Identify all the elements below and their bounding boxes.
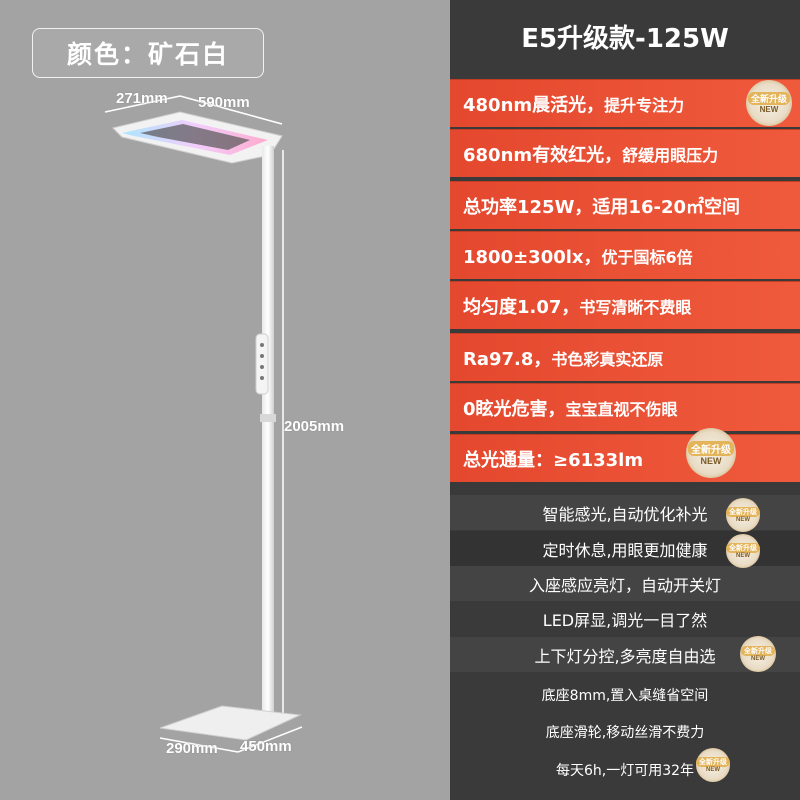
feature-text: 上下灯分控,多亮度自由选 (534, 646, 716, 666)
control-dot (260, 354, 264, 358)
control-dot (260, 376, 264, 380)
lamp-head-center (140, 124, 250, 150)
feature-row: 底座8mm,置入桌缝省空间 (450, 677, 800, 712)
spec-row: 总功率125W，适用16-20㎡空间 (450, 181, 800, 229)
feature-row: LED屏显,调光一目了然 (450, 601, 800, 636)
spec-main: 总光通量：≥6133lm (463, 449, 644, 471)
new-upgrade-badge: 全新升级 NEW (696, 748, 730, 782)
spec-row: 均匀度1.07， 书写清晰不费眼 (450, 281, 800, 329)
badge-top-text: 全新升级 (747, 92, 790, 105)
spec-main: 1800±300lx， (463, 246, 602, 268)
feature-text: 每天6h,一灯可用32年 (555, 762, 695, 779)
badge-top-text: 全新升级 (726, 507, 760, 517)
spec-sub: 优于国标6倍 (601, 247, 693, 267)
dim-base-depth: 290mm (166, 740, 218, 757)
lamp-base (159, 705, 302, 741)
badge-top-text: 全新升级 (696, 757, 730, 767)
dim-line-head-depth (104, 95, 181, 113)
spec-row: 480nm晨活光， 提升专注力 (450, 79, 800, 127)
spec-row: 1800±300lx， 优于国标6倍 (450, 231, 800, 279)
new-upgrade-badge: 全新升级 NEW (746, 80, 792, 126)
badge-top-text: 全新升级 (726, 543, 760, 553)
badge-bottom-text: NEW (751, 656, 765, 662)
dim-head-width: 590mm (198, 94, 250, 111)
spec-main: 总功率125W，适用16-20㎡空间 (463, 196, 740, 218)
new-upgrade-badge: 全新升级 NEW (726, 534, 760, 568)
spec-main: 480nm晨活光， (463, 94, 605, 116)
spec-main: 680nm有效红光， (463, 144, 623, 166)
spec-row: 680nm有效红光， 舒缓用眼压力 (450, 129, 800, 177)
spec-sub: 宝宝直视不伤眼 (565, 399, 678, 419)
feature-row: 每天6h,一灯可用32年 (450, 752, 800, 787)
control-dot (260, 365, 264, 369)
spec-main: 均匀度1.07， (463, 296, 580, 318)
badge-bottom-text: NEW (759, 105, 779, 114)
spec-sub: 舒缓用眼压力 (622, 145, 719, 165)
dim-head-depth: 271mm (116, 90, 168, 107)
dim-line-base-width (237, 726, 303, 753)
spec-row: 总光通量：≥6133lm (450, 434, 800, 482)
control-panel (255, 333, 269, 395)
spec-sub: 书写清晰不费眼 (579, 297, 692, 317)
control-dot (260, 343, 264, 347)
feature-text: LED屏显,调光一目了然 (542, 610, 708, 630)
spec-row: 0眩光危害， 宝宝直视不伤眼 (450, 383, 800, 431)
panel-title: E5升级款-125W (521, 24, 729, 54)
new-upgrade-badge: 全新升级 NEW (740, 636, 776, 672)
spec-sub: 书色彩真实还原 (551, 349, 664, 369)
lamp-illustration: 271mm 590mm 2005mm 290mm 450mm (104, 90, 345, 757)
new-upgrade-badge: 全新升级 NEW (726, 498, 760, 532)
spec-row: Ra97.8， 书色彩真实还原 (450, 333, 800, 381)
dim-line-base-depth (159, 737, 239, 753)
badge-bottom-text: NEW (700, 455, 722, 466)
spec-sub: 提升专注力 (604, 95, 685, 115)
spec-main: Ra97.8， (463, 348, 552, 370)
feature-text: 定时休息,用眼更加健康 (542, 540, 708, 560)
new-upgrade-badge: 全新升级 NEW (686, 428, 736, 478)
dim-height: 2005mm (284, 418, 345, 435)
feature-text: 底座8mm,置入桌缝省空间 (541, 687, 709, 704)
floor-lamp-image (104, 95, 303, 753)
feature-text: 入座感应亮灯，自动开关灯 (528, 575, 721, 595)
badge-top-text: 全新升级 (688, 440, 734, 456)
dim-base-width: 450mm (240, 738, 292, 755)
badge-bottom-text: NEW (706, 767, 720, 773)
badge-top-text: 全新升级 (741, 646, 775, 656)
feature-row: 入座感应亮灯，自动开关灯 (450, 566, 800, 601)
spec-main: 0眩光危害， (463, 398, 566, 420)
badge-bottom-text: NEW (736, 553, 750, 559)
color-tag: 颜色：矿石白 (32, 28, 264, 78)
dim-line-head-width (179, 95, 283, 125)
feature-row: 底座滑轮,移动丝滑不费力 (450, 714, 800, 749)
lamp-pole (262, 146, 274, 712)
feature-text: 智能感光,自动优化补光 (542, 504, 708, 524)
pole-joint (260, 414, 276, 422)
badge-bottom-text: NEW (736, 517, 750, 523)
spec-panel: E5升级款-125W 480nm晨活光， 提升专注力 680nm有效红光， 舒缓… (450, 0, 800, 800)
feature-text: 底座滑轮,移动丝滑不费力 (545, 724, 705, 741)
